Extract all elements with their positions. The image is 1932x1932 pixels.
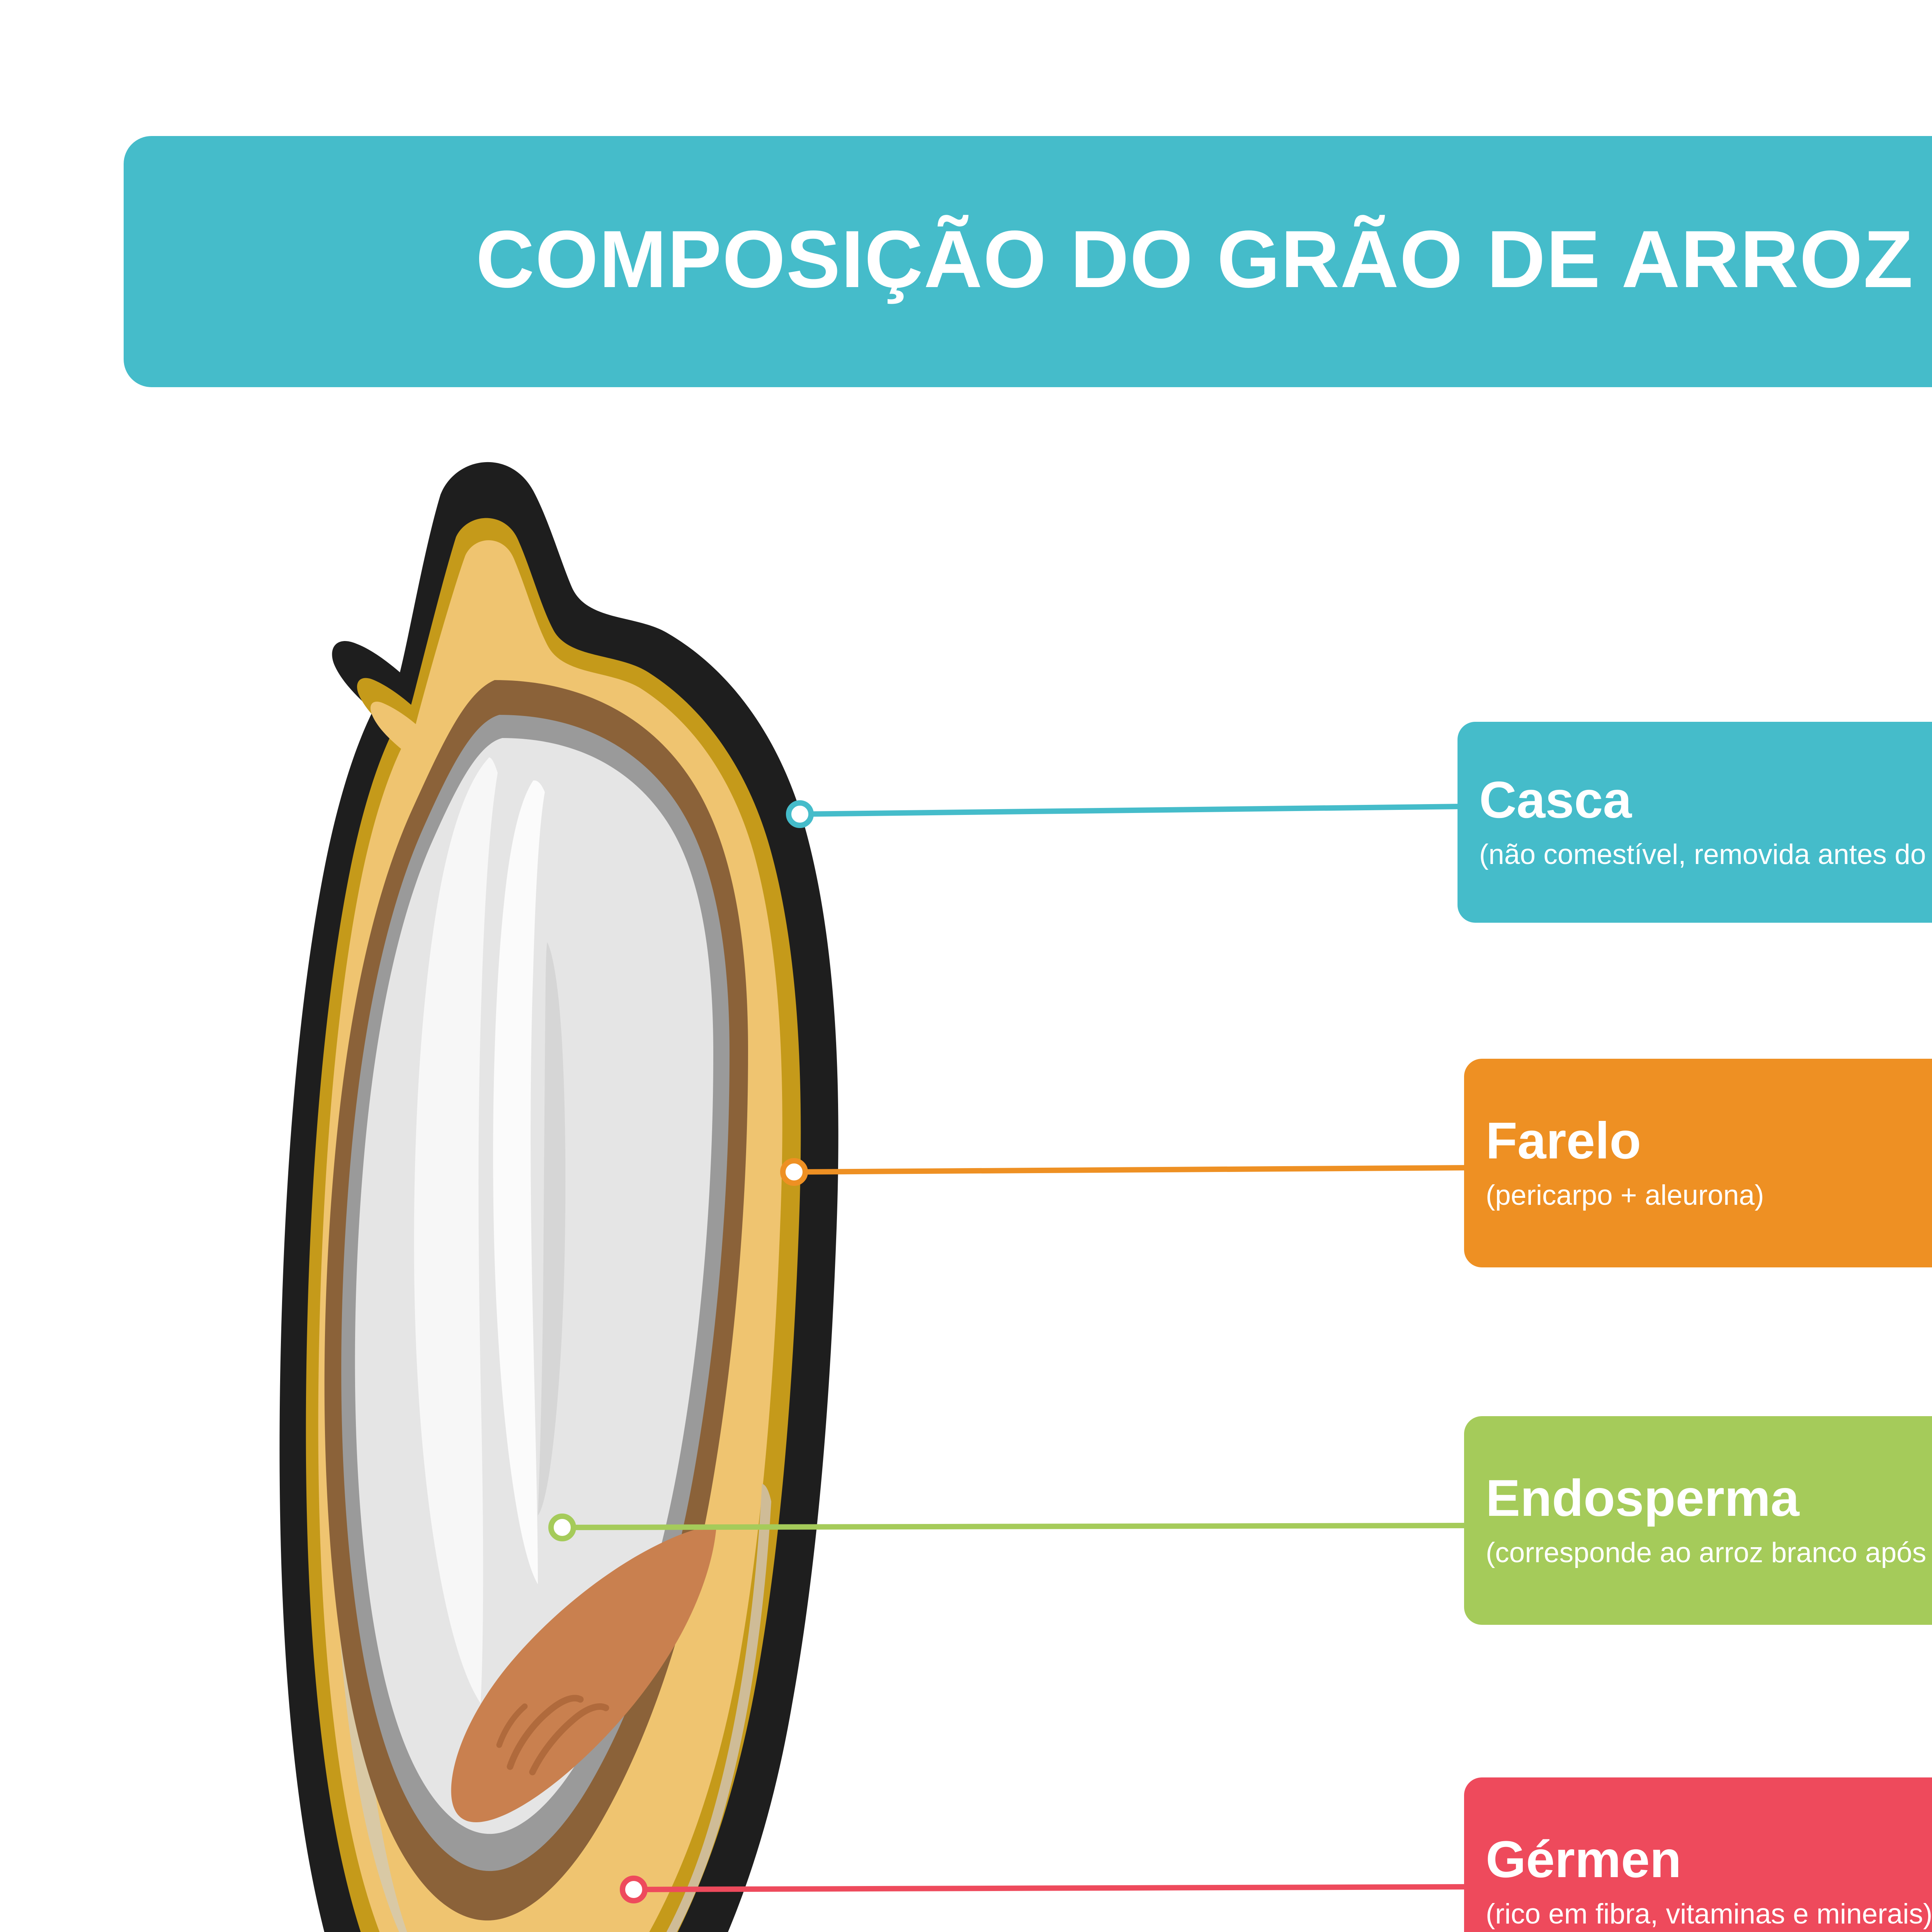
rice-grain-svg (279, 462, 838, 1932)
callout-casca-row: Casca (20%) (1479, 773, 1932, 828)
header-banner: COMPOSIÇÃO DO GRÃO DE ARROZ (124, 136, 1932, 387)
callout-endosperma-label: Endosperma (1486, 1469, 1799, 1527)
callout-germen[interactable]: Gérmen (2%) (rico em fibra, vitaminas e … (1464, 1777, 1932, 1932)
page-title: COMPOSIÇÃO DO GRÃO DE ARROZ (476, 214, 1914, 304)
germ-swirl-2-shape (529, 1703, 609, 1776)
callout-farelo-label: Farelo (1486, 1112, 1641, 1170)
callout-casca[interactable]: Casca (20%) (não comestível, removida an… (1458, 722, 1932, 923)
endosperm-shadow-shape (538, 942, 566, 1515)
callout-endosperma-row: Endosperma (70%) (1486, 1471, 1932, 1526)
germ-swirl-shape (507, 1695, 584, 1770)
callout-farelo-row: Farelo (8%) (1486, 1114, 1932, 1168)
rice-grain-illustration (240, 433, 904, 1932)
germ-swirl-3-shape (496, 1703, 528, 1748)
callout-endosperma[interactable]: Endosperma (70%) (corresponde ao arroz b… (1464, 1416, 1932, 1625)
callout-germen-subtitle: (rico em fibra, vitaminas e minerais) (1486, 1898, 1932, 1930)
endosperm-highlight-2-shape (493, 780, 545, 1584)
callout-farelo[interactable]: Farelo (8%) (pericarpo + aleurona) (1464, 1059, 1932, 1267)
callout-casca-label: Casca (1479, 771, 1632, 829)
callout-germen-label: Gérmen (1486, 1830, 1682, 1888)
callout-casca-subtitle: (não comestível, removida antes do consu… (1479, 838, 1932, 870)
callout-endosperma-subtitle: (corresponde ao arroz branco após polime… (1486, 1537, 1932, 1568)
callout-germen-row: Gérmen (2%) (1486, 1830, 1932, 1888)
endosperm-highlight-shape (414, 757, 498, 1703)
callout-farelo-subtitle: (pericarpo + aleurona) (1486, 1179, 1764, 1211)
